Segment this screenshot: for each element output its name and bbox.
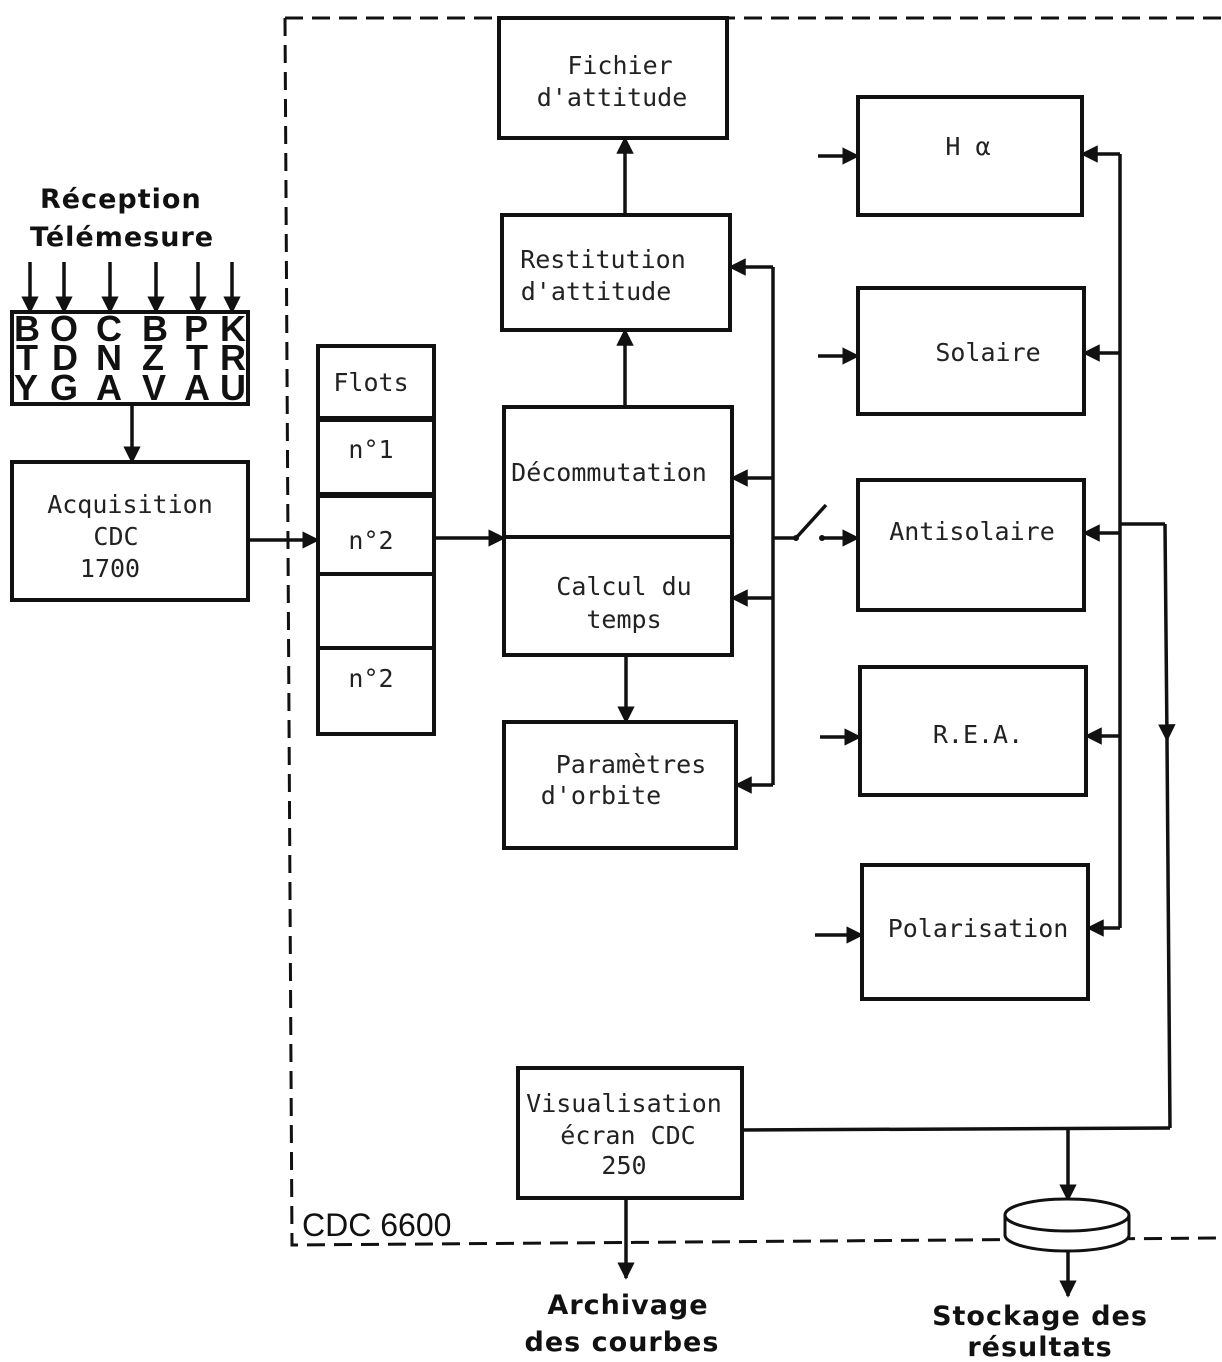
telemetry-letter: D (52, 337, 78, 378)
rea-label: R.E.A. (933, 720, 1023, 749)
modules-output-bus (1080, 145, 1122, 937)
module-polarisation: Polarisation (815, 863, 1090, 1001)
solaire-label: Solaire (935, 338, 1040, 367)
restitution-label: d'attitude (521, 277, 672, 306)
switch-lever (794, 503, 828, 540)
fichier-attitude-label: Fichier (567, 51, 672, 80)
telemetry-letter: A (184, 367, 210, 408)
module-h-alpha: H α (818, 95, 1084, 217)
flots-stack: Flots n°1 n°2 n°2 (316, 344, 436, 736)
visualisation-label: Visualisation (526, 1089, 722, 1118)
archivage-label: Archivage (547, 1290, 708, 1321)
telemetry-letter: T (186, 337, 208, 378)
module-rea: R.E.A. (820, 665, 1088, 797)
fichier-attitude-box (497, 16, 729, 140)
cdc6600-label: CDC 6600 (302, 1207, 451, 1243)
decommutation-label: Décommutation (511, 458, 707, 487)
acquisition-label: CDC (93, 522, 138, 551)
center-bus (728, 258, 860, 794)
results-route (741, 522, 1176, 1202)
telemetry-letter: K (220, 308, 246, 349)
telemetry-input-arrows (21, 262, 241, 314)
visualisation-box (516, 1066, 744, 1200)
flots-header-cell (316, 344, 436, 420)
visualisation-label: écran CDC (560, 1121, 695, 1150)
acquisition-label: Acquisition (47, 490, 213, 519)
telemetry-letter: N (96, 337, 122, 378)
parametres-orbite-label: Paramètres (556, 750, 707, 779)
flots-slot-1 (316, 418, 436, 496)
restitution-label: Restitution (520, 245, 686, 274)
telemetry-letter: B (14, 308, 40, 349)
flots-slot-label: n°1 (348, 435, 393, 464)
polarisation-label: Polarisation (888, 914, 1069, 943)
flots-header: Flots (333, 368, 408, 397)
telemetry-letter: V (142, 367, 166, 408)
telemetry-letter: R (220, 337, 246, 378)
stockage-label: résultats (967, 1332, 1112, 1362)
flots-slot-label: n°2 (348, 664, 393, 693)
acquisition-label: 1700 (80, 554, 140, 583)
telemetry-letter: Y (14, 367, 38, 408)
telemetry-block (10, 310, 250, 406)
flots-slot-4 (316, 646, 436, 736)
archivage-label: des courbes (525, 1327, 720, 1358)
visualisation-label: 250 (601, 1151, 646, 1180)
restitution-box (500, 213, 732, 332)
telemetry-letter: B (142, 308, 168, 349)
telemetry-letter: U (220, 367, 246, 408)
telemetry-letter: T (16, 337, 38, 378)
module-antisolaire: Antisolaire (856, 478, 1086, 612)
flots-slot-3 (316, 572, 436, 650)
telemetry-letter: O (50, 308, 78, 349)
cdc6600-boundary (283, 16, 1222, 1247)
fichier-attitude-label: d'attitude (537, 83, 688, 112)
stockage-label: Stockage des (932, 1301, 1148, 1332)
telemetry-letter: P (184, 308, 208, 349)
calcul-temps-box (502, 535, 734, 657)
h-alpha-label: H α (945, 132, 990, 161)
telemetry-letter: A (96, 367, 122, 408)
disk-storage-icon (1003, 1197, 1131, 1253)
module-solaire: Solaire (818, 286, 1086, 416)
parametres-orbite-label: d'orbite (541, 781, 661, 810)
flots-slot-label: n°2 (348, 526, 393, 555)
flots-slot-2 (316, 494, 436, 576)
telemesure-label: Télémesure (30, 222, 214, 253)
telemetry-letter: C (96, 308, 122, 349)
telemetry-letter: G (50, 367, 78, 408)
antisolaire-label: Antisolaire (889, 517, 1055, 546)
telemetry-letters: B T Y O D G C N A B Z V P T A K R U (14, 308, 246, 408)
reception-label: Réception (40, 184, 202, 215)
calcul-temps-label: Calcul du (556, 572, 691, 601)
acquisition-box (10, 460, 250, 602)
telemetry-letter: Z (142, 337, 164, 378)
calcul-temps-label: temps (586, 605, 661, 634)
